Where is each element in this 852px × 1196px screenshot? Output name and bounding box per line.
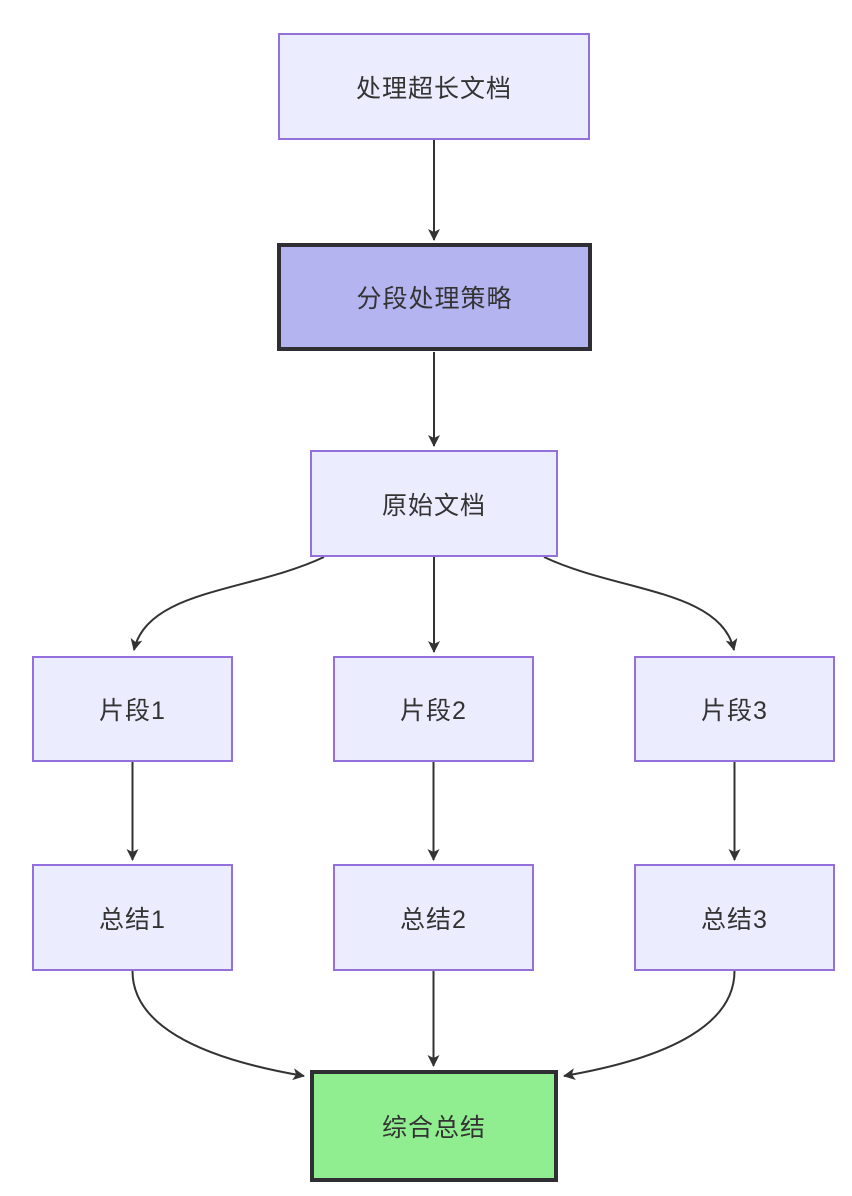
node-label: 处理超长文档: [355, 74, 512, 103]
node-summary-2: 总结2: [333, 864, 534, 971]
node-label: 分段处理策略: [356, 285, 513, 313]
node-fragment-3: 片段3: [634, 656, 835, 762]
node-segmentation-strategy: 分段处理策略: [277, 243, 592, 351]
node-label: 总结3: [701, 905, 768, 934]
node-label: 片段1: [99, 697, 166, 725]
edge-E3-F: [563, 970, 736, 1081]
node-label: 片段2: [400, 697, 467, 725]
node-label: 原始文档: [381, 491, 486, 520]
node-process-long-document: 处理超长文档: [278, 33, 590, 140]
node-fragment-2: 片段2: [333, 656, 534, 762]
node-summary-1: 总结1: [32, 864, 233, 971]
edge-C-D1: [130, 556, 325, 651]
node-original-document: 原始文档: [310, 450, 558, 557]
node-fragment-1: 片段1: [32, 656, 233, 762]
node-comprehensive-summary: 综合总结: [310, 1070, 558, 1182]
node-label: 总结1: [99, 905, 166, 934]
edge-C-D3: [543, 556, 738, 651]
node-summary-3: 总结3: [634, 864, 835, 971]
node-label: 综合总结: [381, 1114, 486, 1142]
node-label: 总结2: [400, 905, 467, 934]
node-label: 片段3: [701, 697, 768, 725]
edge-E1-F: [131, 970, 305, 1081]
